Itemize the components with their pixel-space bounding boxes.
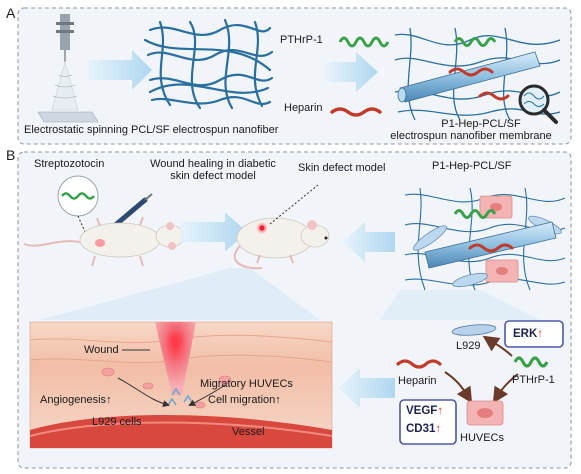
cd31-label: CD31↑ [406,423,442,435]
mechanism-heparin-label: Heparin [398,375,437,387]
migratory-label: Migratory HUVECs [200,378,293,390]
membrane-subtitle: electrospun nanofiber membrane [390,130,552,142]
mechanism-arrow [444,371,473,404]
mouse-skin-defect [233,217,330,270]
membrane-tube [397,51,541,103]
skin-section [29,321,333,449]
heparin-chain [330,107,382,117]
up-arrow: ↑ [106,394,112,406]
mechanism-heparin [396,359,442,369]
magnify-rays [40,268,320,320]
vegf-label: VEGF↑ [406,405,444,417]
flow-arrow [88,50,152,90]
streptozotocin-bubble [57,175,99,233]
streptozotocin-label: Streptozotocin [34,158,105,170]
magnifier-icon [518,84,558,124]
flow-arrow [338,368,395,408]
electrospinning-apparatus [37,14,99,123]
angiogenesis-label: Angiogenesis↑ [40,394,112,406]
flow-arrow [326,52,378,92]
flow-arrow [180,212,247,252]
up-arrow: ↑ [437,405,444,417]
up-arrow: ↑ [435,423,442,435]
erk-box [504,320,564,348]
magnify-rays [380,290,540,320]
membrane-heparin [478,91,510,101]
material-tube [424,221,557,269]
up-arrow: ↑ [275,394,281,406]
huvec-cell [466,400,504,426]
vegf-box [399,399,457,445]
panel-a-heparin-label: Heparin [284,102,323,114]
l929-cell [451,324,497,336]
material-label: P1-Hep-PCL/SF [432,160,512,172]
mouse-diabetic [23,216,185,267]
mechanism-helix [513,356,549,368]
panel-a-caption-left: Electrostatic spinning PCL/SF electrospu… [24,124,279,136]
model-title: Wound healing in diabetic skin defect mo… [150,158,276,183]
cell-migration-label: Cell migration↑ [208,394,281,406]
up-arrow: ↑ [537,328,544,340]
l929-label: L929 [456,340,481,352]
pthrp-helix [338,36,390,48]
membrane-heparin [448,67,494,77]
mechanism-arrow [492,373,519,404]
nanofiber-mesh [143,18,274,110]
mechanism-pthrp-label: PTHrP-1 [512,374,555,386]
material-cells [412,195,562,288]
panel-b-letter: B [6,147,16,163]
material-helix [453,209,497,219]
l929-cells-label: L929 cells [92,416,142,428]
panel-a-pthrp-label: PTHrP-1 [280,34,323,46]
material-heparin [468,243,514,253]
erk-label: ERK↑ [513,328,544,340]
vessel-label: Vessel [232,426,265,438]
membrane-helix [453,37,497,47]
huvecs-label: HUVECs [460,432,505,444]
flow-arrow [343,222,395,262]
skin-defect-label: Skin defect model [298,162,386,174]
panel-a-letter: A [6,5,16,21]
membrane-title: P1-Hep-PCL/SF [441,118,521,130]
mechanism-arrow [482,335,513,357]
wound-label: Wound [84,344,119,356]
